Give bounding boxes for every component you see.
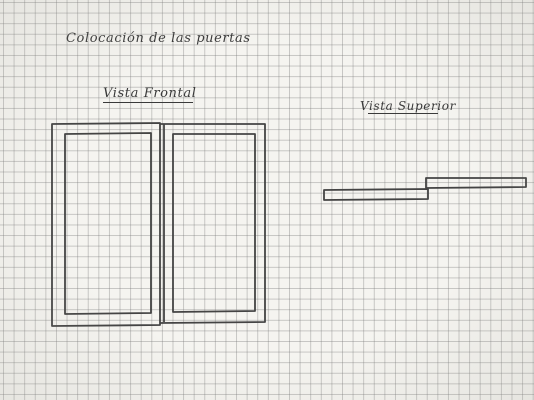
page-title: Colocación de las puertas — [66, 31, 251, 46]
top-view-right-panel — [425, 177, 527, 189]
front-view-right-door — [172, 133, 256, 313]
top-view-label-underline — [368, 113, 438, 115]
top-view-label: Vista Superior — [360, 99, 456, 113]
front-view-label: Vista Frontal — [103, 86, 197, 101]
front-view-left-door — [64, 132, 152, 315]
front-view-outer-frame — [51, 122, 161, 327]
front-view-label-underline — [103, 102, 193, 104]
top-view-left-panel — [323, 188, 429, 201]
front-view-right-frame — [159, 123, 266, 324]
